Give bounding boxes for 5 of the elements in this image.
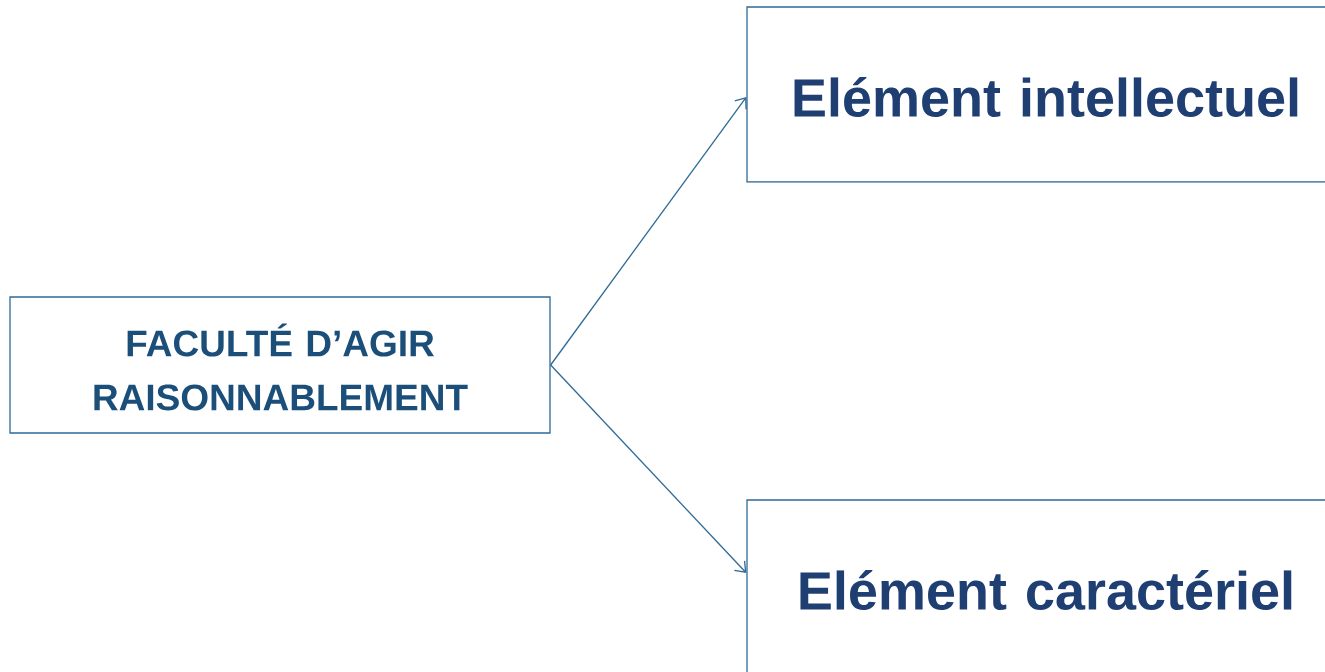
text-box: Elément intellectuel [746, 6, 1325, 183]
arrow [550, 97, 747, 366]
text-box: FACULTÉ D’AGIR RAISONNABLEMENT [9, 296, 551, 434]
arrow [550, 364, 747, 573]
text-box: Elément caractériel [746, 499, 1325, 672]
